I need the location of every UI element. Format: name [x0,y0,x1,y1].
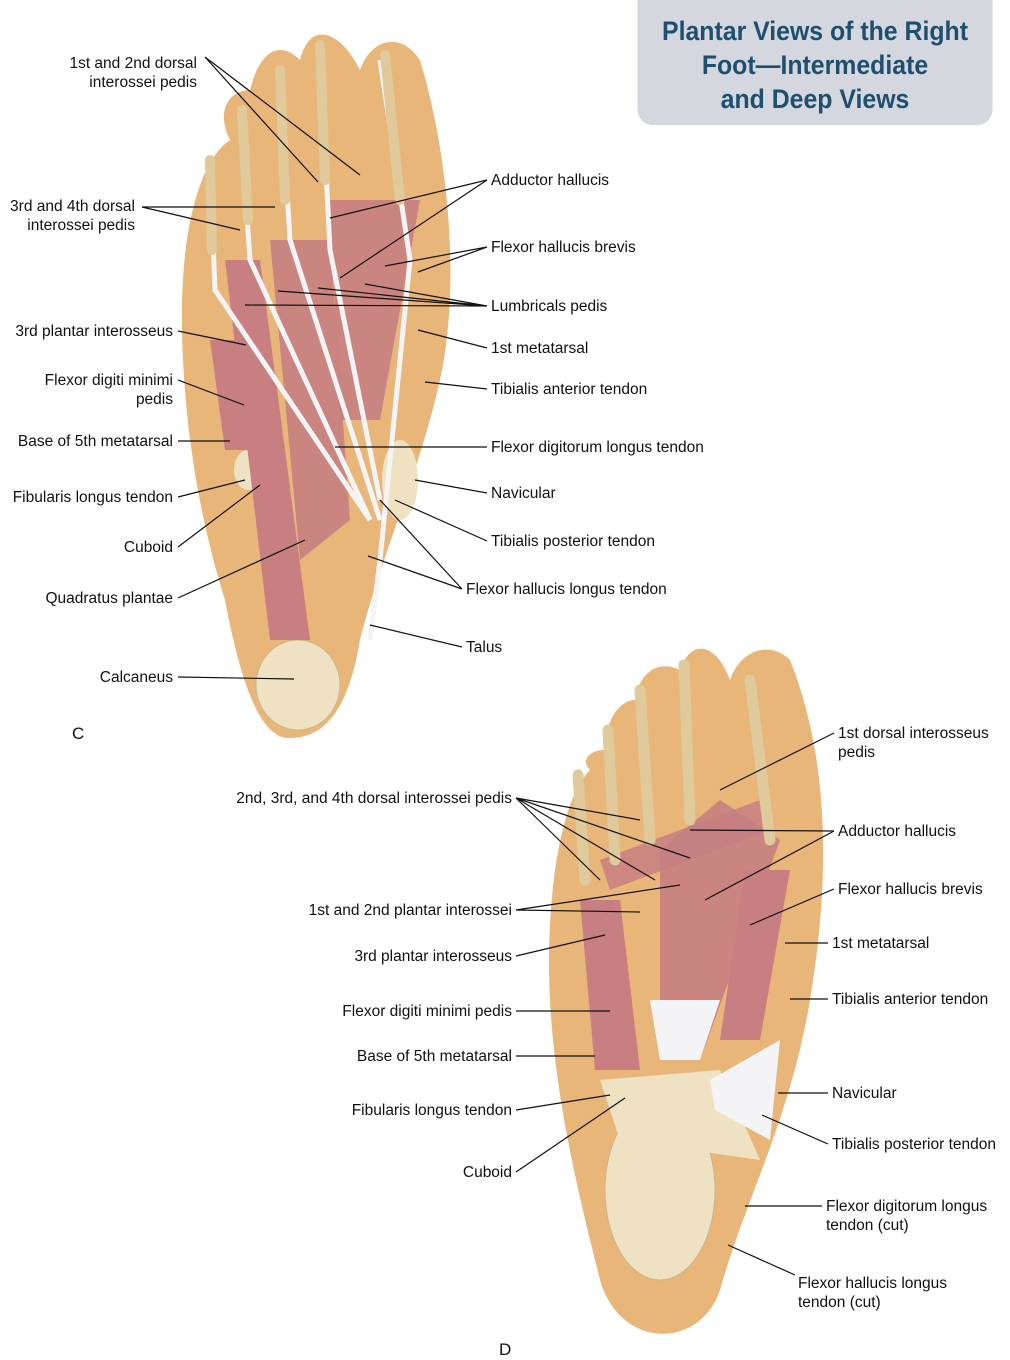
title-line: Foot—Intermediate [701,50,929,80]
label-tibialis-posterior: Tibialis posterior tendon [491,533,655,550]
label-base-5th-metatarsal-d: Base of 5th metatarsal [356,1048,512,1065]
title-line: Plantar Views of the Right [662,16,968,46]
label-flexor-hallucis-brevis-d: Flexor hallucis brevis [838,881,983,898]
label-tibialis-anterior: Tibialis anterior tendon [491,381,648,398]
leader-lines [141,56,835,1276]
label-talus: Talus [466,639,503,656]
label-adductor-hallucis: Adductor hallucis [491,172,610,189]
label-fibularis-longus: Fibularis longus tendon [12,489,173,506]
label-tibialis-posterior-d: Tibialis posterior tendon [832,1136,996,1153]
figure-title: Plantar Views of the Right Foot—Intermed… [637,0,993,125]
label-dorsal-interossei-2-4: 2nd, 3rd, and 4th dorsal interossei pedi… [236,790,512,807]
label-lumbricals: Lumbricals pedis [491,298,608,315]
label-cuboid-d: Cuboid [462,1164,512,1181]
label-navicular: Navicular [491,485,556,502]
label-adductor-hallucis-d: Adductor hallucis [838,823,957,840]
label-1st-metatarsal: 1st metatarsal [491,340,589,357]
label-calcaneus: Calcaneus [99,669,173,686]
label-3rd-plantar-interosseus: 3rd plantar interosseus [15,323,173,340]
label-fibularis-longus-d: Fibularis longus tendon [351,1102,512,1119]
label-tibialis-anterior-d: Tibialis anterior tendon [832,991,989,1008]
label-flexor-hallucis-brevis: Flexor hallucis brevis [491,239,636,256]
label-3rd-plantar-interosseus-d: 3rd plantar interosseus [354,948,512,965]
foot-c-illustration [181,34,451,739]
panel-label-c: C [72,724,85,743]
panel-label-d: D [499,1340,512,1359]
label-1st-metatarsal-d: 1st metatarsal [832,935,930,952]
label-quadratus-plantae: Quadratus plantae [45,590,173,607]
title-line: and Deep Views [720,84,910,114]
label-navicular-d: Navicular [832,1085,897,1102]
foot-d-illustration [549,648,824,1334]
label-flexor-digiti-minimi-d: Flexor digiti minimi pedis [342,1003,512,1020]
label-base-5th-metatarsal: Base of 5th metatarsal [17,433,173,450]
label-cuboid: Cuboid [123,539,173,556]
label-flexor-hallucis-longus: Flexor hallucis longus tendon [466,581,667,598]
label-plantar-interossei-1-2: 1st and 2nd plantar interossei [308,902,512,919]
label-flexor-digitorum-longus: Flexor digitorum longus tendon [491,439,704,456]
